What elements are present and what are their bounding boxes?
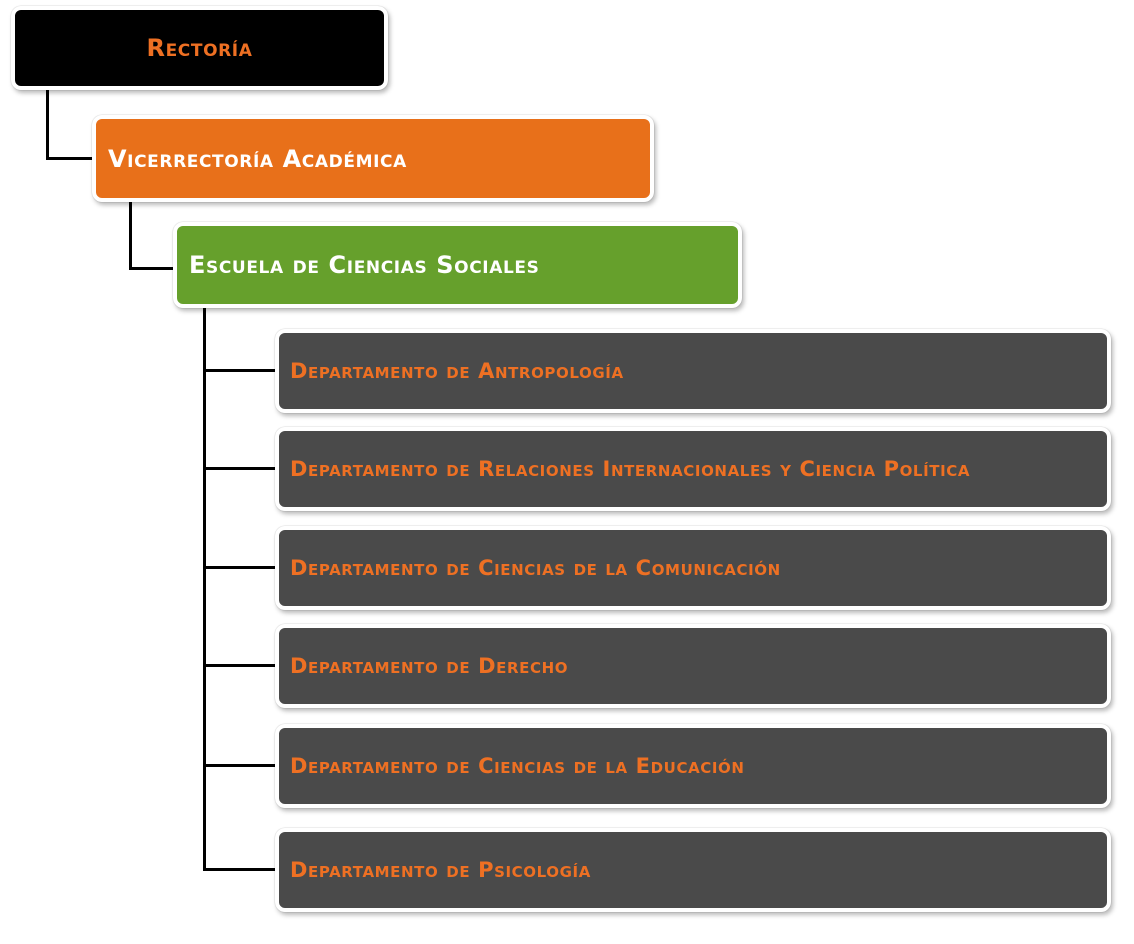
department-label: Departamento de Relaciones Internacional…: [290, 457, 971, 481]
connector-branch-educacion: [203, 764, 279, 767]
node-rectoria-label: Rectoría: [146, 34, 253, 62]
node-departamento-antropologia: Departamento de Antropología: [275, 329, 1111, 413]
node-rectoria: Rectoría: [11, 6, 388, 90]
node-vicerrectoria-academica: Vicerrectoría Académica: [92, 115, 654, 202]
department-label: Departamento de Derecho: [290, 654, 569, 678]
department-label: Departamento de Ciencias de la Comunicac…: [290, 556, 781, 580]
node-departamento-ciencias-comunicacion: Departamento de Ciencias de la Comunicac…: [275, 526, 1111, 610]
department-label: Departamento de Ciencias de la Educación: [290, 754, 745, 778]
connector-rectoria-vicerrectoria-vertical: [46, 88, 49, 160]
department-label: Departamento de Psicología: [290, 858, 591, 882]
connector-branch-psicologia: [203, 868, 279, 871]
connector-vicerrectoria-escuela-vertical: [129, 200, 132, 270]
node-departamento-ciencias-educacion: Departamento de Ciencias de la Educación: [275, 724, 1111, 808]
node-escuela-ciencias-sociales: Escuela de Ciencias Sociales: [173, 222, 742, 308]
connector-branch-comunicacion: [203, 566, 279, 569]
connector-vicerrectoria-escuela-horizontal: [129, 267, 177, 270]
node-departamento-psicologia: Departamento de Psicología: [275, 828, 1111, 912]
connector-branch-derecho: [203, 664, 279, 667]
node-escuela-label: Escuela de Ciencias Sociales: [189, 251, 540, 279]
connector-escuela-departments-trunk: [203, 306, 206, 871]
node-departamento-derecho: Departamento de Derecho: [275, 624, 1111, 708]
connector-rectoria-vicerrectoria-horizontal: [46, 157, 96, 160]
node-vicerrectoria-label: Vicerrectoría Académica: [108, 144, 407, 173]
department-label: Departamento de Antropología: [290, 359, 624, 383]
node-departamento-relaciones-internacionales: Departamento de Relaciones Internacional…: [275, 427, 1111, 511]
connector-branch-relaciones: [203, 467, 279, 470]
connector-branch-antropologia: [203, 369, 279, 372]
